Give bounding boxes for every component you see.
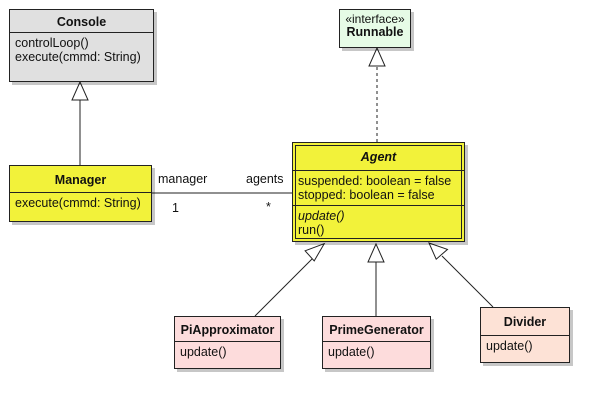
realization-arrowhead	[368, 46, 386, 67]
generalization-arrowhead	[304, 242, 326, 262]
role-manager-label: manager	[158, 172, 208, 186]
attribute-stopped: stopped: boolean = false	[298, 188, 435, 202]
runnable-class-name: Runnable	[346, 25, 404, 39]
piapproximator-operations: update()	[175, 341, 280, 362]
divider-class-name: Divider	[503, 315, 547, 329]
manager-class[interactable]: Manager execute(cmmd: String)	[9, 165, 152, 222]
piapproximator-class-name: PiApproximator	[180, 323, 275, 337]
operation-update: update()	[180, 345, 227, 359]
primegenerator-operations: update()	[323, 341, 430, 362]
manager-operations: execute(cmmd: String)	[10, 192, 151, 213]
operation-execute: execute(cmmd: String)	[15, 196, 141, 210]
operation-update: update()	[298, 209, 345, 223]
divider-class[interactable]: Divider update()	[480, 307, 570, 363]
generalization-arrowhead	[71, 80, 89, 101]
divider-operations: update()	[481, 335, 569, 356]
piapproximator-class[interactable]: PiApproximator update()	[174, 316, 281, 369]
primegenerator-class-name: PrimeGenerator	[329, 323, 424, 337]
multiplicity-one-label: 1	[172, 201, 179, 215]
runnable-interface[interactable]: «interface» Runnable	[339, 9, 411, 48]
operation-execute: execute(cmmd: String)	[15, 50, 141, 64]
manager-class-name: Manager	[54, 173, 107, 187]
console-class[interactable]: Console controlLoop() execute(cmmd: Stri…	[9, 9, 154, 82]
operation-update: update()	[486, 339, 533, 353]
agent-class-name: Agent	[360, 150, 397, 164]
role-agents-label: agents	[246, 172, 284, 186]
console-class-name: Console	[56, 15, 107, 29]
pi-agent-generalization-line	[254, 256, 315, 317]
operation-update: update()	[328, 345, 375, 359]
primegenerator-class[interactable]: PrimeGenerator update()	[322, 316, 431, 369]
operation-run: run()	[298, 223, 325, 237]
attribute-suspended: suspended: boolean = false	[298, 174, 452, 188]
agent-operations: update() run()	[293, 205, 464, 240]
multiplicity-many-label: *	[266, 200, 271, 214]
interface-stereotype: «interface»	[345, 12, 405, 26]
console-operations: controlLoop() execute(cmmd: String)	[10, 32, 153, 67]
divider-agent-generalization-line	[441, 255, 494, 308]
agent-attributes: suspended: boolean = false stopped: bool…	[293, 170, 464, 205]
agent-class[interactable]: Agent suspended: boolean = false stopped…	[292, 142, 465, 242]
runnable-header: «interface» Runnable	[340, 10, 410, 42]
generalization-arrowhead	[428, 242, 449, 261]
generalization-arrowhead	[367, 242, 385, 263]
operation-controlloop: controlLoop()	[15, 36, 89, 50]
